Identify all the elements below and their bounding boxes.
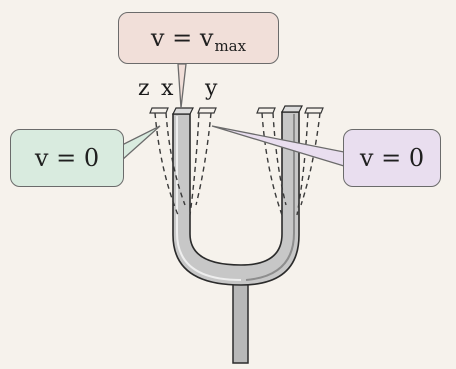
callout-v-max-lhs: v <box>151 24 165 52</box>
callout-v-max-text: v = vmax <box>151 26 246 50</box>
tine-label-y: y <box>205 78 217 100</box>
callout-v-max: v = vmax <box>118 12 279 64</box>
left-tine-cap <box>173 108 193 114</box>
callout-v-zero-right-text: v = 0 <box>360 146 424 170</box>
callout-v-max-eq: = <box>172 24 192 52</box>
callout-v-zero-left-text: v = 0 <box>35 146 99 170</box>
callout-v-max-subscript: max <box>214 37 246 55</box>
callout-v-zero-right: v = 0 <box>343 129 441 187</box>
left-callout-pointer <box>122 126 160 160</box>
right-tine-ghost-out-cap <box>305 108 323 113</box>
left-tine-ghost-z-cap <box>150 108 168 113</box>
tine-label-z: z <box>138 78 150 100</box>
left-tine-ghost-y-cap <box>198 108 216 113</box>
right-tine-ghost-out-inner <box>301 113 320 205</box>
right-tine-ghost-in-cap <box>257 108 275 113</box>
right-tine-ghost-in-outer <box>262 113 282 215</box>
callout-v-zero-left: v = 0 <box>10 129 124 187</box>
top-callout-pointer <box>178 64 186 108</box>
callout-v-max-rhs: v <box>200 24 214 52</box>
left-tine-ghost-y-outer <box>190 113 199 215</box>
fork-handle <box>233 275 248 363</box>
right-tine-cap <box>282 106 302 112</box>
tine-label-x: x <box>161 78 173 100</box>
